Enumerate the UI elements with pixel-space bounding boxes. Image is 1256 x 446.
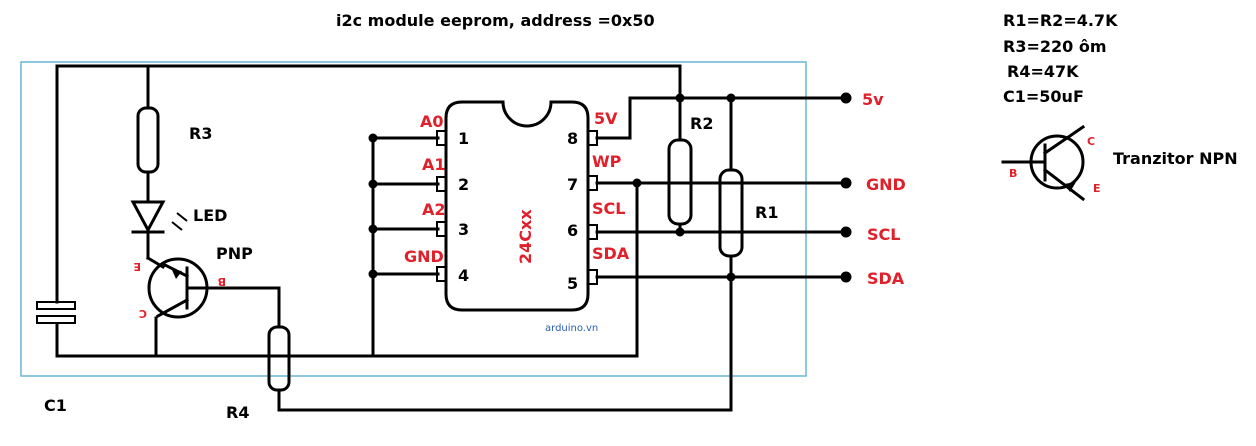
chip-pin-2: 2 [458, 175, 469, 194]
chip-label-wp: WP [592, 152, 622, 171]
label-r1: R1 [755, 203, 778, 222]
chip-label-a1: A1 [422, 155, 446, 174]
npn-pin-e: E [1093, 182, 1101, 195]
value-r3: R3=220 ôm [1003, 37, 1107, 56]
npn-transistor-legend: B C E Tranzitor NPN [1001, 124, 1238, 202]
label-c1: C1 [44, 396, 67, 415]
chip-label-scl: SCL [592, 199, 625, 218]
component-values: R1=R2=4.7K R3=220 ôm R4=47K C1=50uF [1003, 11, 1118, 106]
chip-pin-6: 6 [567, 221, 578, 240]
value-c1: C1=50uF [1003, 87, 1084, 106]
label-pnp-b: B [218, 275, 226, 288]
resistor-r2: R2 [667, 114, 713, 226]
diagram-title: i2c module eeprom, address =0x50 [336, 11, 655, 30]
chip-pin-3: 3 [458, 220, 469, 239]
npn-label: Tranzitor NPN [1113, 149, 1238, 168]
resistor-r4: R4 [226, 325, 291, 422]
module-frame [20, 61, 807, 377]
chip-label-sda: SDA [592, 244, 630, 263]
watermark: arduino.vn [545, 323, 598, 334]
value-r4: R4=47K [1007, 62, 1079, 81]
eeprom-chip: A0 A1 A2 GND 1 2 3 4 5V WP SCL SDA 8 7 6… [404, 100, 630, 312]
chip-label-gnd: GND [404, 247, 444, 266]
output-sda: SDA [867, 269, 905, 288]
npn-pin-b: B [1009, 167, 1017, 180]
output-scl: SCL [867, 225, 900, 244]
output-5v: 5v [862, 90, 884, 109]
output-labels: 5v GND SCL SDA [862, 90, 906, 288]
label-pnp-e: E [133, 260, 141, 273]
chip-label-5v: 5V [594, 109, 618, 128]
resistor-r1: R1 [718, 168, 778, 258]
label-led: LED [193, 206, 227, 225]
chip-label-a0: A0 [420, 112, 444, 131]
chip-pin-8: 8 [567, 129, 578, 148]
chip-pin-4: 4 [458, 266, 469, 285]
chip-pin-7: 7 [567, 175, 578, 194]
label-pnp-c: C [139, 307, 147, 320]
output-gnd: GND [866, 175, 906, 194]
chip-label-a2: A2 [422, 200, 446, 219]
chip-pin-5: 5 [567, 274, 578, 293]
junction-dots [368, 92, 852, 283]
pnp-transistor: PNP E B C [133, 244, 253, 320]
capacitor-c1: C1 [36, 301, 76, 415]
pnp-arrow-icon [172, 270, 182, 279]
led: LED [130, 200, 227, 234]
label-r4: R4 [226, 403, 249, 422]
label-pnp: PNP [216, 244, 253, 263]
chip-name: 24Cxx [516, 209, 535, 264]
value-r1-r2: R1=R2=4.7K [1003, 11, 1118, 30]
resistor-r3: R3 [136, 106, 212, 174]
chip-pin-1: 1 [458, 129, 469, 148]
label-r2: R2 [690, 114, 713, 133]
label-r3: R3 [189, 124, 212, 143]
wires [55, 64, 842, 412]
emitter-arrow-icon [1064, 182, 1076, 192]
npn-pin-c: C [1087, 135, 1095, 148]
